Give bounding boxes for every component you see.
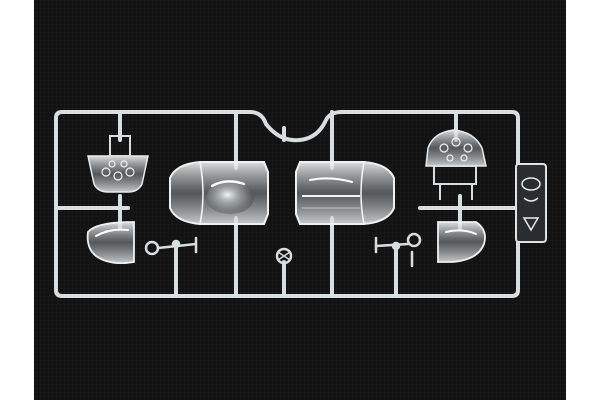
sprue-outer-runner: [54, 110, 520, 298]
part-lens-right: [437, 221, 486, 263]
photo-backdrop: [34, 0, 566, 400]
sprue-identification-tab: [515, 163, 547, 243]
part-lens-left: [86, 221, 135, 265]
sprue-illustration: [34, 0, 566, 400]
part-small-stick-right: [374, 232, 422, 268]
part-small-knob-center: [275, 247, 293, 265]
part-instrument-panel-right: [425, 129, 487, 200]
part-instrument-panel-left: [87, 135, 149, 193]
part-canopy-left: [169, 161, 269, 225]
part-canopy-right: [295, 161, 395, 225]
part-small-stick-left: [144, 236, 198, 256]
